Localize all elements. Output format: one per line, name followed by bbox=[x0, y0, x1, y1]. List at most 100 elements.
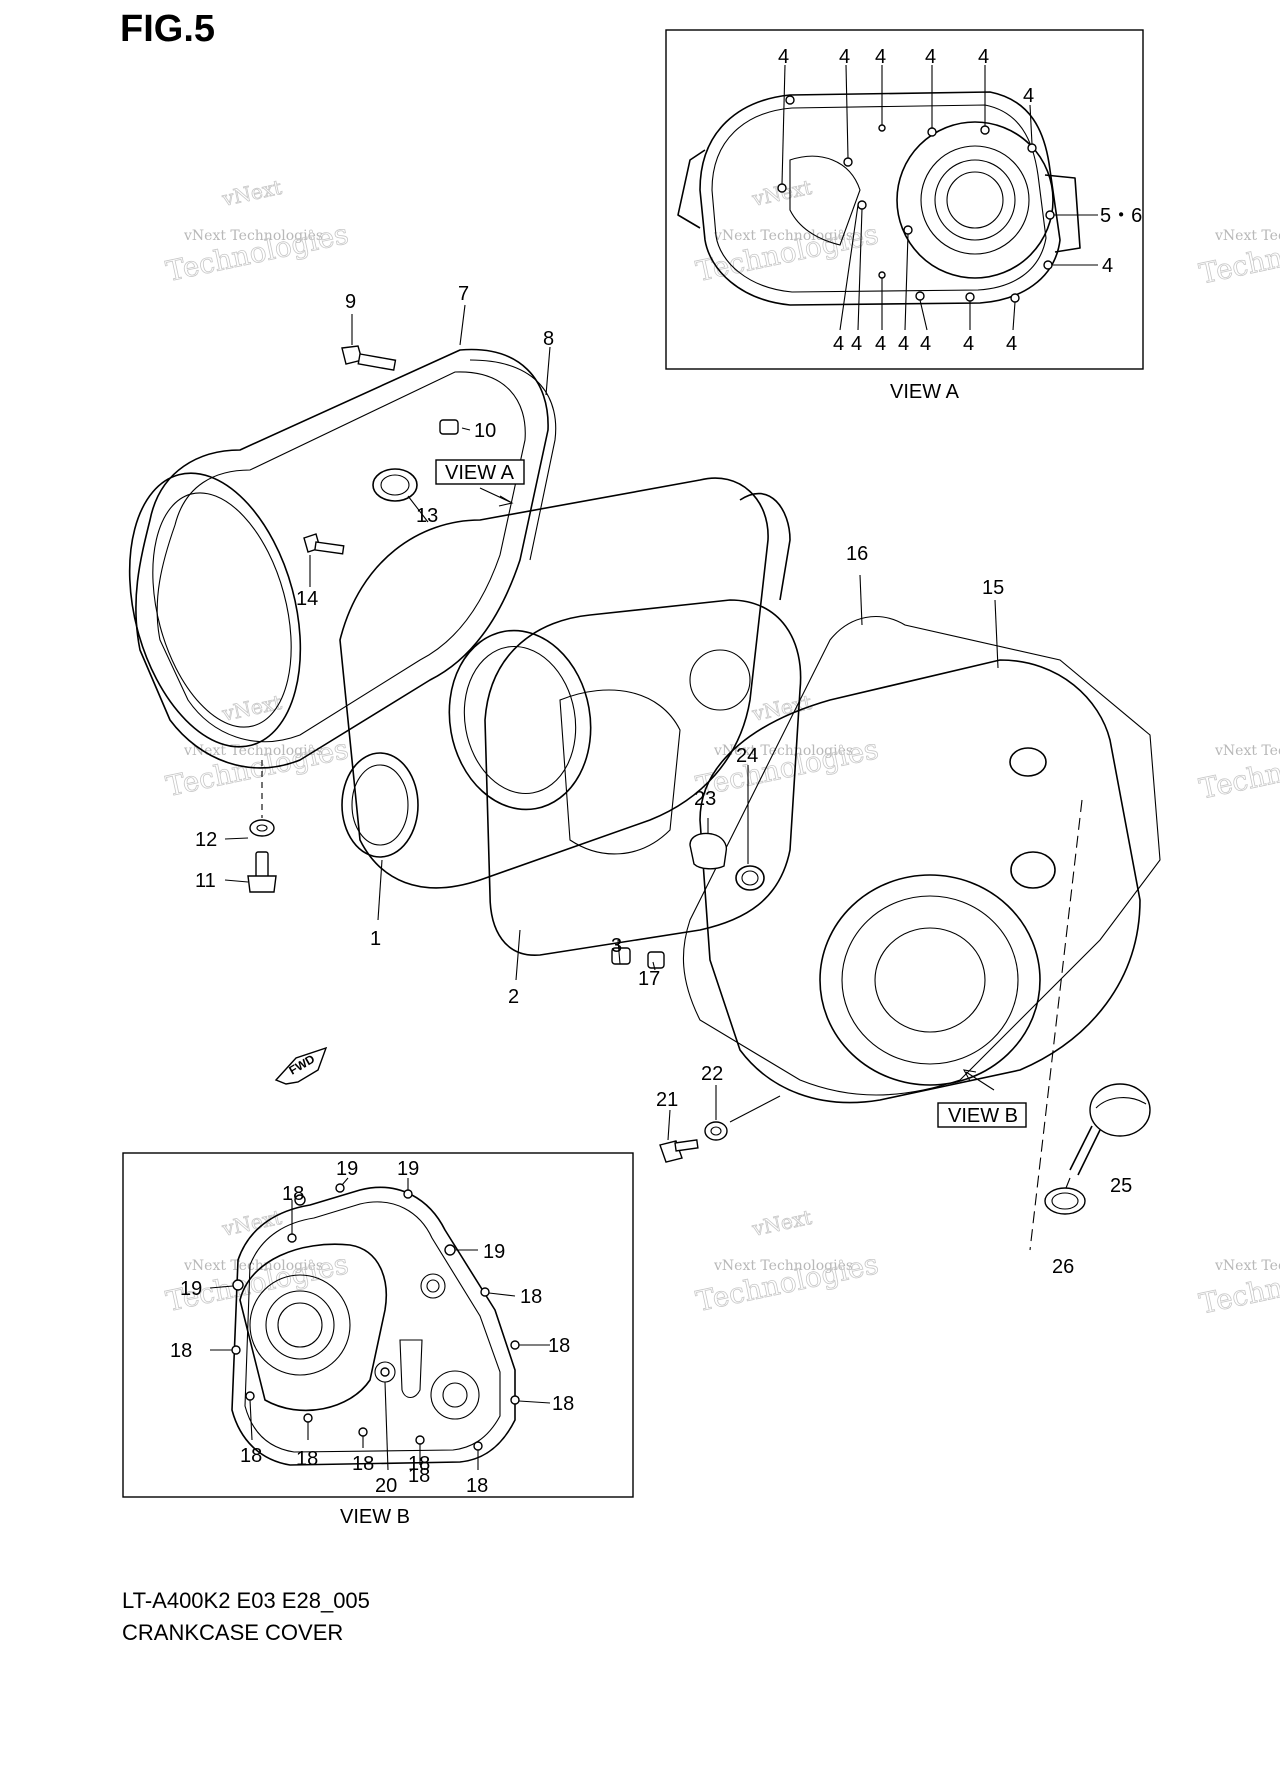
part-label: 23 bbox=[694, 788, 716, 810]
svg-text:VIEW B: VIEW B bbox=[948, 1105, 1018, 1127]
view-a-frame bbox=[665, 29, 1144, 370]
view-a-cover bbox=[699, 91, 1061, 306]
view-b-label: 18 bbox=[520, 1286, 542, 1308]
part-label: 3 bbox=[611, 935, 622, 957]
part-label: 13 bbox=[416, 505, 438, 527]
view-a-label: 4 bbox=[963, 333, 974, 355]
view-a-label: 5・6 bbox=[1100, 205, 1142, 227]
part-9-bolt bbox=[341, 345, 397, 371]
view-b-label: 18 bbox=[408, 1465, 430, 1487]
part-label: 9 bbox=[345, 291, 356, 313]
view-b-label: 18 bbox=[282, 1183, 304, 1205]
view-a-label: 4 bbox=[925, 46, 936, 68]
part-22-washer bbox=[704, 1121, 728, 1141]
watermark: vNext vNext Technologies Technologies bbox=[693, 175, 882, 289]
view-a-label: 4 bbox=[1006, 333, 1017, 355]
view-b-inset: 19 19 18 19 19 18 18 18 18 18 18 18 18 2… bbox=[122, 1152, 634, 1528]
watermark: vNext Technologies Technologies bbox=[1196, 219, 1280, 291]
svg-text:vNext Technologies: vNext Technologies bbox=[713, 743, 853, 759]
view-a-label: 4 bbox=[1023, 85, 1034, 107]
view-b-label: 20 bbox=[375, 1475, 397, 1497]
view-b-label: 18 bbox=[296, 1448, 318, 1470]
watermark: vNext Technologies Technologies bbox=[1196, 734, 1280, 806]
figure-name: CRANKCASE COVER bbox=[122, 1620, 344, 1645]
watermark: vNext vNext Technologies Technologies bbox=[163, 1205, 352, 1319]
view-b-label: 18 bbox=[548, 1335, 570, 1357]
watermark: vNext Technologies Technologies bbox=[1196, 1249, 1280, 1321]
svg-text:vNext Technologies: vNext Technologies bbox=[713, 1258, 853, 1274]
view-a-inset: 4 4 4 4 4 4 5・6 4 4 4 4 4 4 4 4 VIEW A bbox=[665, 29, 1144, 403]
view-a-label: 4 bbox=[978, 46, 989, 68]
part-15-rotor-boss bbox=[819, 874, 1041, 1086]
svg-text:vNext: vNext bbox=[749, 1205, 814, 1241]
watermark: vNext vNext Technologies Technologies bbox=[163, 175, 352, 289]
svg-text:VIEW A: VIEW A bbox=[445, 462, 515, 484]
part-label: 11 bbox=[195, 870, 216, 892]
part-14-bolt bbox=[303, 533, 345, 555]
part-10-dowel bbox=[439, 419, 459, 435]
watermark: vNext vNext Technologies Technologies bbox=[693, 1205, 882, 1319]
part-23-plug bbox=[689, 832, 728, 870]
part-7-cover bbox=[135, 348, 549, 769]
view-b-boss bbox=[239, 1243, 387, 1412]
part-label: 1 bbox=[370, 928, 381, 950]
part-label: 7 bbox=[458, 283, 469, 305]
view-a-label: 4 bbox=[875, 46, 886, 68]
svg-text:vNext: vNext bbox=[219, 690, 284, 726]
view-b-label: 19 bbox=[483, 1241, 505, 1263]
part-16-gasket bbox=[682, 616, 1161, 1096]
part-label: 25 bbox=[1110, 1175, 1132, 1197]
part-label: 21 bbox=[656, 1089, 678, 1111]
part-15-magneto-cover bbox=[699, 659, 1141, 1104]
svg-text:vNext: vNext bbox=[749, 175, 814, 211]
view-b-label: 18 bbox=[352, 1453, 374, 1475]
view-b-label: 19 bbox=[336, 1158, 358, 1180]
view-a-caption: VIEW A bbox=[890, 381, 960, 403]
svg-text:vNext Technologies: vNext Technologies bbox=[713, 228, 853, 244]
part-label: 10 bbox=[474, 420, 496, 442]
view-b-cover bbox=[231, 1186, 516, 1466]
part-11-bolt bbox=[247, 851, 277, 893]
part-17-dowel bbox=[647, 951, 665, 969]
view-a-label: 4 bbox=[851, 333, 862, 355]
svg-text:vNext Technologies: vNext Technologies bbox=[183, 1258, 323, 1274]
part-label: 24 bbox=[736, 745, 758, 767]
part-label: 8 bbox=[543, 328, 554, 350]
part-label: 22 bbox=[701, 1063, 723, 1085]
part-label: 14 bbox=[296, 588, 318, 610]
view-a-label: 4 bbox=[875, 333, 886, 355]
part-label: 2 bbox=[508, 986, 519, 1008]
part-25-dipstick bbox=[1069, 1083, 1151, 1176]
view-b-label: 18 bbox=[466, 1475, 488, 1497]
part-15-filler-hole bbox=[1010, 851, 1056, 889]
part-label: 12 bbox=[195, 829, 217, 851]
part-label: 17 bbox=[638, 968, 660, 990]
view-b-label: 18 bbox=[240, 1445, 262, 1467]
view-a-label: 4 bbox=[839, 46, 850, 68]
part-13-seal bbox=[372, 468, 418, 502]
part-8-gasket bbox=[469, 359, 557, 561]
view-b-label: 18 bbox=[408, 1453, 430, 1475]
part-1-inner-cover bbox=[339, 477, 769, 889]
view-a-ref: VIEW A bbox=[435, 459, 525, 507]
main-assembly: FWD VIEW A VIEW B bbox=[128, 283, 1161, 1278]
part-7-drum bbox=[128, 472, 302, 748]
part-24-o-ring bbox=[735, 865, 765, 891]
part-26-o-ring bbox=[1044, 1187, 1086, 1215]
view-a-label: 4 bbox=[833, 333, 844, 355]
view-b-frame bbox=[122, 1152, 634, 1498]
part-1-upper-duct bbox=[739, 492, 791, 601]
view-b-label: 18 bbox=[552, 1393, 574, 1415]
view-b-ref: VIEW B bbox=[937, 1069, 1027, 1128]
watermark: vNext vNext Technologies Technologies bbox=[693, 690, 882, 804]
view-a-label: 4 bbox=[898, 333, 909, 355]
part-21-bolt bbox=[659, 1139, 699, 1163]
view-b-label: 18 bbox=[170, 1340, 192, 1362]
svg-text:vNext Technologies: vNext Technologies bbox=[1214, 228, 1280, 244]
part-12-washer bbox=[249, 819, 275, 837]
fwd-arrow: FWD bbox=[274, 1046, 328, 1085]
figure-title: FIG.5 bbox=[120, 8, 216, 50]
view-b-label: 19 bbox=[180, 1278, 202, 1300]
